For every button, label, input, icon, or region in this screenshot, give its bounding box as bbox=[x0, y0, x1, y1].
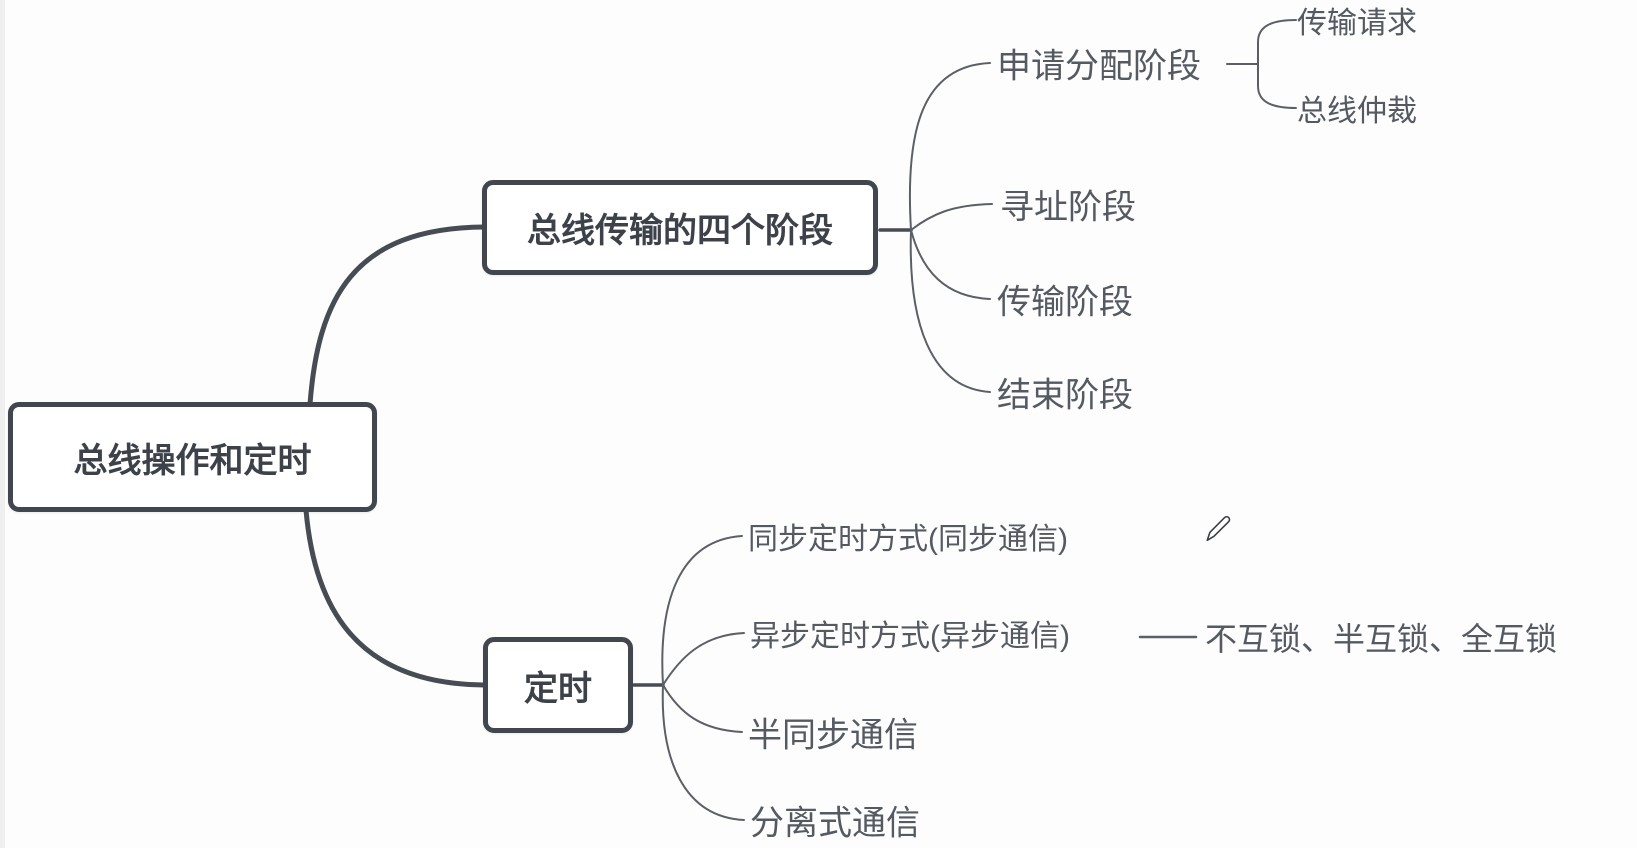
bracket-request-alloc-children bbox=[1257, 19, 1297, 109]
line-to-sync-timing bbox=[661, 535, 743, 686]
node-async-timing[interactable]: 异步定时方式(异步通信) bbox=[750, 620, 1070, 653]
node-request-allocation-phase[interactable]: 申请分配阶段 bbox=[997, 47, 1201, 86]
node-addressing-phase[interactable]: 寻址阶段 bbox=[1000, 188, 1136, 227]
topic-timing[interactable]: 定时 bbox=[483, 637, 633, 733]
topic-timing-label: 定时 bbox=[524, 669, 592, 708]
node-transfer-phase[interactable]: 传输阶段 bbox=[997, 283, 1133, 322]
line-to-addressing bbox=[910, 203, 993, 231]
pen-cursor-icon bbox=[1203, 510, 1235, 546]
line-to-semi-sync bbox=[662, 684, 743, 733]
root-topic-label: 总线操作和定时 bbox=[73, 441, 312, 480]
branch-root-to-phases bbox=[307, 224, 487, 407]
line-to-transfer bbox=[910, 229, 991, 300]
topic-bus-transfer-phases-label: 总线传输的四个阶段 bbox=[527, 212, 833, 250]
line-to-end-phase bbox=[909, 229, 991, 393]
canvas-left-edge bbox=[0, 0, 5, 848]
node-bus-arbitration[interactable]: 总线仲裁 bbox=[1297, 95, 1417, 128]
line-to-request-alloc bbox=[908, 62, 991, 231]
node-end-phase[interactable]: 结束阶段 bbox=[997, 376, 1133, 415]
node-transfer-request[interactable]: 传输请求 bbox=[1297, 7, 1417, 40]
node-interlock-types[interactable]: 不互锁、半互锁、全互锁 bbox=[1205, 621, 1558, 657]
branch-root-to-timing bbox=[303, 507, 487, 688]
node-split-communication[interactable]: 分离式通信 bbox=[750, 804, 920, 843]
node-sync-timing[interactable]: 同步定时方式(同步通信) bbox=[748, 523, 1068, 556]
root-topic[interactable]: 总线操作和定时 bbox=[8, 402, 377, 512]
node-semi-sync-communication[interactable]: 半同步通信 bbox=[748, 716, 918, 755]
line-to-async-timing bbox=[662, 632, 745, 686]
line-to-split bbox=[661, 684, 745, 821]
topic-bus-transfer-phases[interactable]: 总线传输的四个阶段 bbox=[482, 180, 878, 275]
